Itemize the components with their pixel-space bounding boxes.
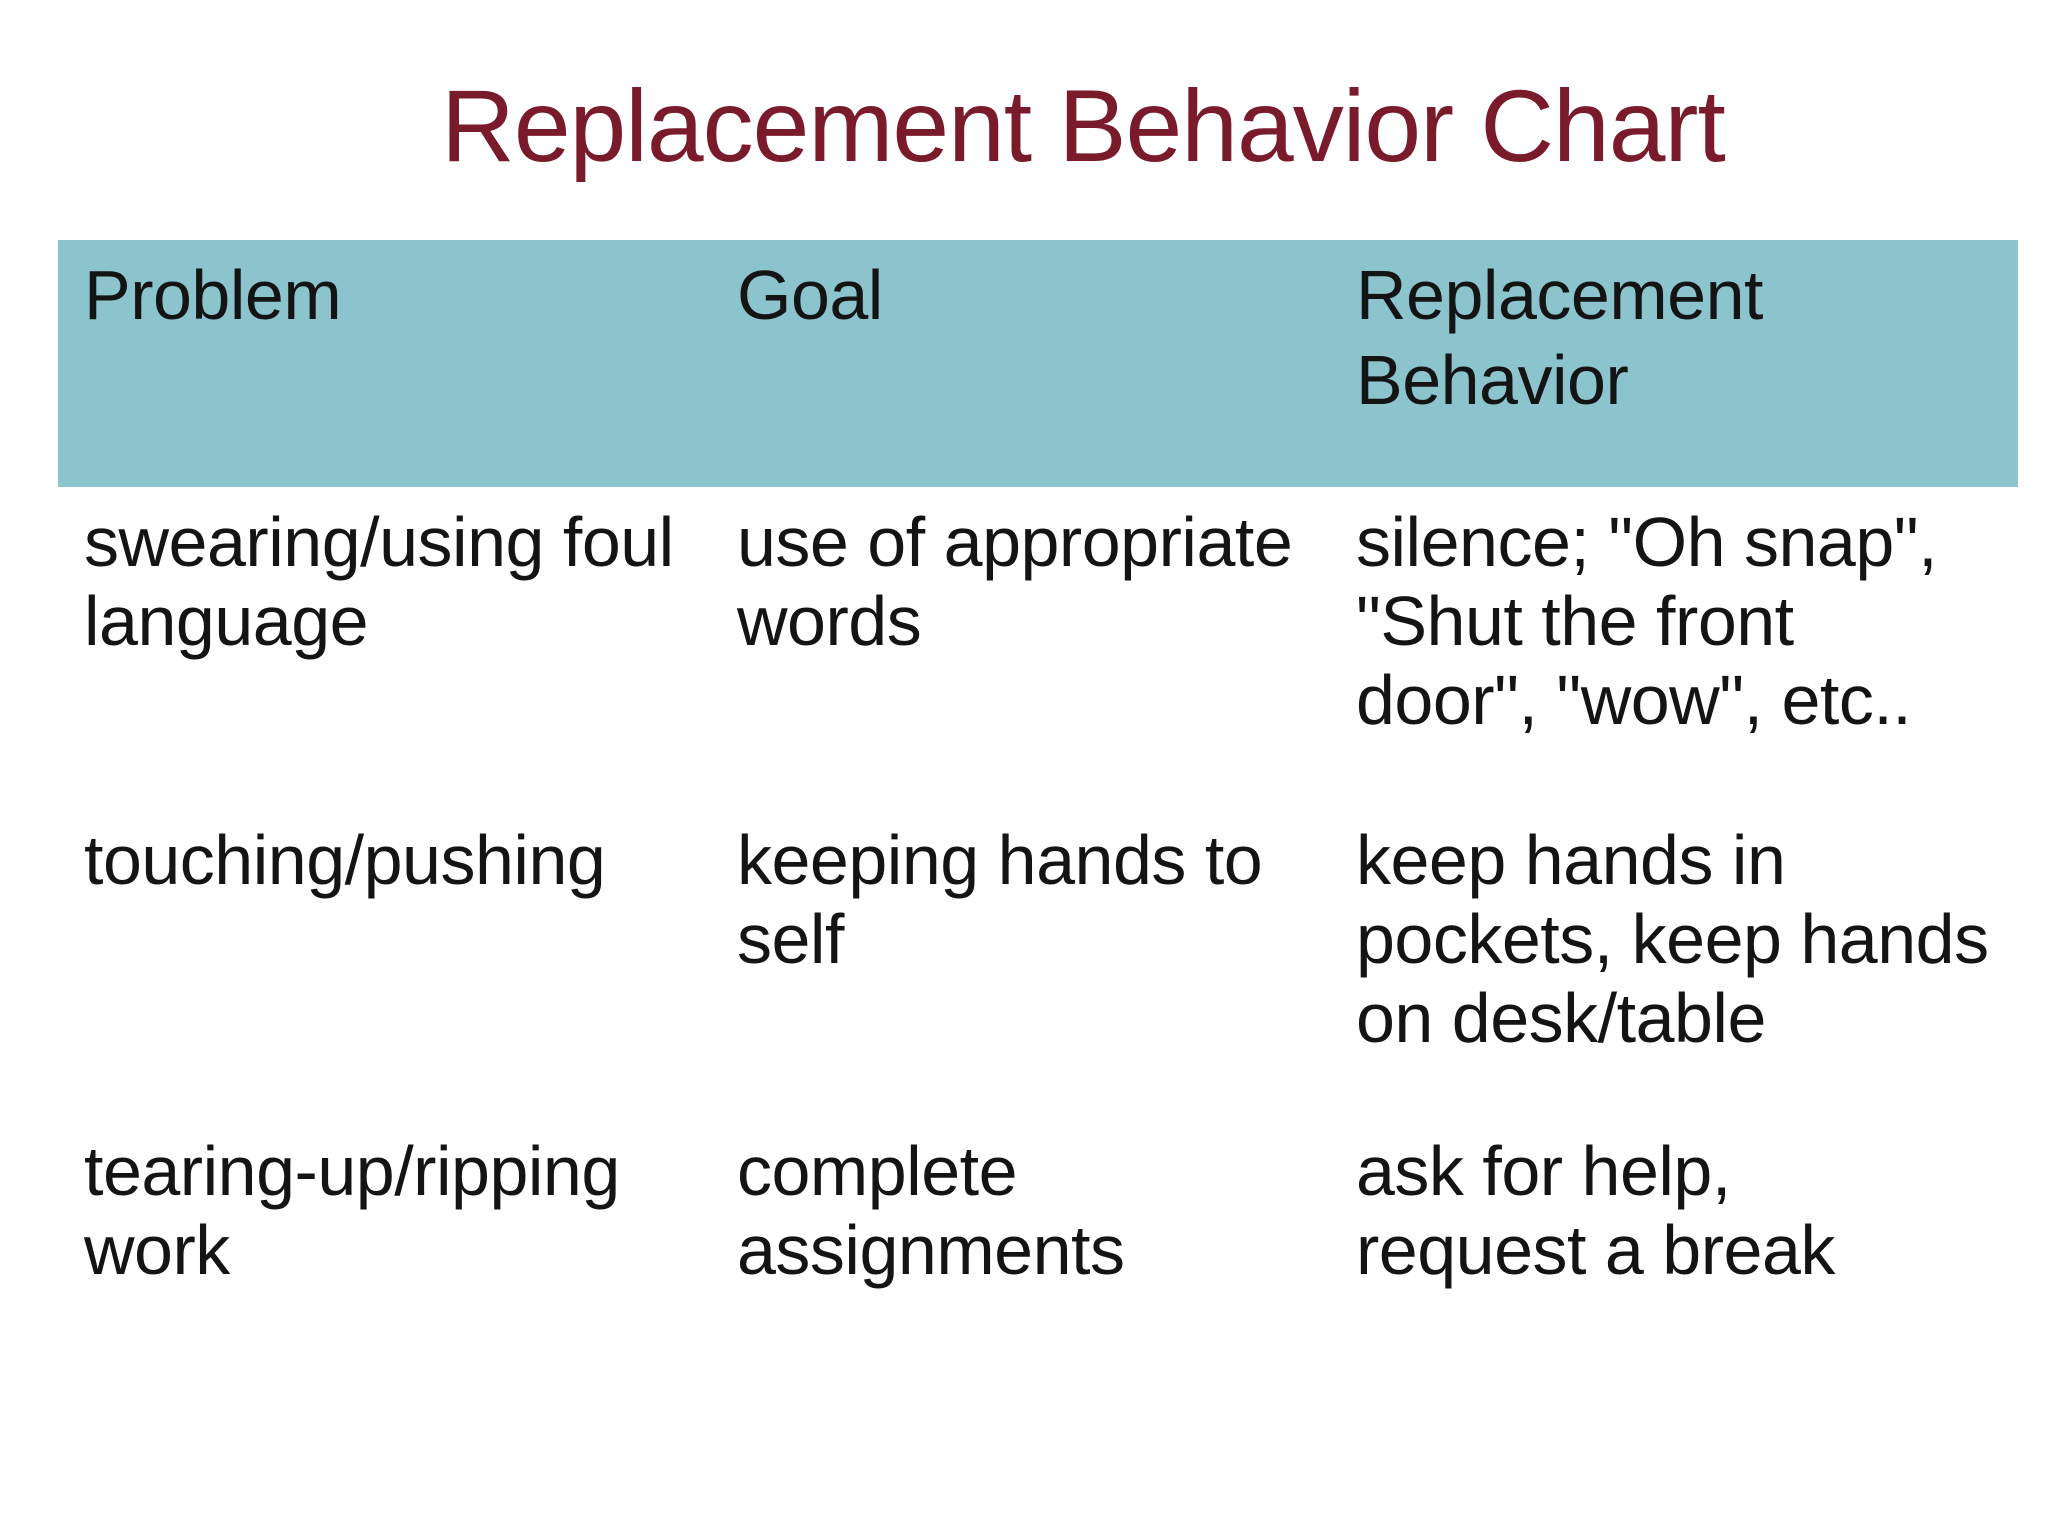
cell-row3-problem: tearing-up/ripping work	[84, 1132, 620, 1289]
column-header-problem: Problem	[84, 256, 342, 334]
cell-row3-goal: complete assignments	[737, 1132, 1125, 1289]
cell-row2-goal: keeping hands to self	[737, 821, 1263, 978]
cell-row1-problem: swearing/using foul language	[84, 503, 674, 660]
column-header-replacement-behavior: Replacement Behavior	[1356, 256, 1763, 419]
cell-row1-goal: use of appropriate words	[737, 503, 1293, 660]
cell-row2-replacement: keep hands in pockets, keep hands on des…	[1356, 821, 1989, 1057]
cell-row3-replacement: ask for help, request a break	[1356, 1132, 1835, 1289]
column-header-goal: Goal	[737, 256, 883, 334]
cell-row2-problem: touching/pushing	[84, 821, 606, 899]
table-header-band	[58, 240, 2018, 487]
page-title: Replacement Behavior Chart	[441, 69, 1726, 183]
cell-row1-replacement: silence; "Oh snap", "Shut the front door…	[1356, 503, 1938, 739]
